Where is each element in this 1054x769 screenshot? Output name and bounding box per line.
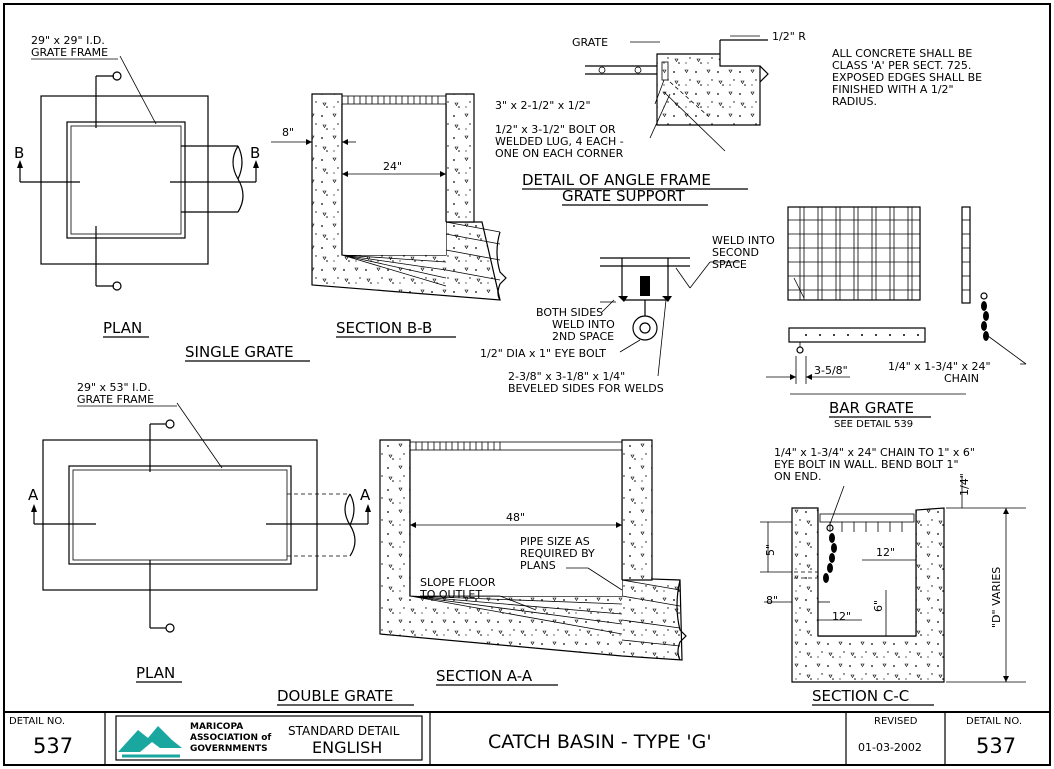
label-detail-angle-1: DETAIL OF ANGLE FRAME xyxy=(522,171,711,189)
dim-8-bb: 8" xyxy=(282,126,294,139)
beveled-2: BEVELED SIDES FOR WELDS xyxy=(508,382,664,395)
bolt-note-2: WELDED LUG, 4 EACH - xyxy=(495,135,624,148)
label-plan-double: PLAN xyxy=(136,664,175,682)
label-section-aa: SECTION A-A xyxy=(436,667,533,685)
chain-c-note-3: ON END. xyxy=(774,470,822,483)
chain-c-note-1: 1/4" x 1-3/4" x 24" CHAIN TO 1" x 6" xyxy=(774,446,975,459)
drawing-title: CATCH BASIN - TYPE 'G' xyxy=(488,731,712,753)
revised-date: 01-03-2002 xyxy=(858,741,922,754)
label-bar-grate: BAR GRATE xyxy=(829,399,914,417)
pipe-size-1: PIPE SIZE AS xyxy=(520,535,590,548)
standard-detail: STANDARD DETAIL xyxy=(288,724,400,738)
slope-floor-1: SLOPE FLOOR xyxy=(420,576,496,589)
dim-12a: 12" xyxy=(876,546,895,559)
label-section-cc: SECTION C-C xyxy=(812,687,909,705)
both-sides-1: BOTH SIDES xyxy=(536,306,603,319)
frame-single-note-2: GRATE FRAME xyxy=(31,46,108,59)
weld-second-3: SPACE xyxy=(712,258,747,271)
slope-floor-2: TO OUTLET xyxy=(419,588,482,601)
section-mark-a-right: A xyxy=(360,486,371,504)
radius-label: 1/2" R xyxy=(772,30,806,43)
section-mark-b-left: B xyxy=(14,144,24,162)
pipe-size-3: PLANS xyxy=(520,559,556,572)
detail-no-label-right: DETAIL NO. xyxy=(966,716,1022,727)
chain-label-1: 1/4" x 1-3/4" x 24" xyxy=(888,360,991,373)
chain-label-2: CHAIN xyxy=(944,372,979,385)
both-sides-2: WELD INTO xyxy=(552,318,615,331)
dim-3-5-8: 3-5/8" xyxy=(814,364,848,377)
mag-logo-mountains xyxy=(118,726,182,752)
dim-6: 6" xyxy=(872,600,885,612)
label-detail-angle-2: GRATE SUPPORT xyxy=(562,187,686,205)
dim-48: 48" xyxy=(506,511,525,524)
detail-no-left: 537 xyxy=(33,734,73,758)
title-block xyxy=(4,711,1050,765)
org-line-3: GOVERNMENTS xyxy=(190,744,268,754)
sheet-border xyxy=(3,3,1051,766)
chain-c-note-2: EYE BOLT IN WALL. BEND BOLT 1" xyxy=(774,458,959,471)
plan-double-grate: A A xyxy=(28,402,371,633)
bar-grate-detail xyxy=(766,206,1027,395)
section-bb xyxy=(271,93,507,301)
beveled-1: 2-3/8" x 3-1/8" x 1/4" xyxy=(508,370,625,383)
both-sides-3: 2ND SPACE xyxy=(552,330,614,343)
angle-frame-detail xyxy=(585,35,769,152)
dim-12b: 12" xyxy=(832,610,851,623)
dim-1-4: 1/4" xyxy=(958,473,971,496)
weld-second-1: WELD INTO xyxy=(712,234,775,247)
see-detail: SEE DETAIL 539 xyxy=(834,419,913,430)
revised-label: REVISED xyxy=(874,716,918,727)
concrete-note-3: EXPOSED EDGES SHALL BE xyxy=(832,71,982,84)
dim-24-bb: 24" xyxy=(383,160,402,173)
dim-d-varies: "D" VARIES xyxy=(990,567,1003,628)
bolt-note-1: 1/2" x 3-1/2" BOLT OR xyxy=(495,123,616,136)
detail-no-label-left: DETAIL NO. xyxy=(9,716,65,727)
section-cc xyxy=(760,476,1026,683)
detail-no-right: 537 xyxy=(976,734,1016,758)
concrete-note-5: RADIUS. xyxy=(832,95,877,108)
english-label: ENGLISH xyxy=(312,738,382,757)
org-line-1: MARICOPA xyxy=(190,722,243,732)
bolt-note-3: ONE ON EACH CORNER xyxy=(495,147,624,160)
frame-single-note-1: 29" x 29" I.D. xyxy=(31,34,105,47)
eye-bolt-detail xyxy=(600,257,740,377)
frame-double-note-1: 29" x 53" I.D. xyxy=(77,381,151,394)
concrete-note-1: ALL CONCRETE SHALL BE xyxy=(832,47,972,60)
concrete-note-2: CLASS 'A' PER SECT. 725. xyxy=(832,59,971,72)
pipe-size-2: REQUIRED BY xyxy=(520,547,595,560)
label-section-bb: SECTION B-B xyxy=(336,319,432,337)
concrete-note-4: FINISHED WITH A 1/2" xyxy=(832,83,954,96)
section-mark-b-right: B xyxy=(250,144,260,162)
plan-single-grate: B B xyxy=(14,55,260,291)
section-aa xyxy=(379,439,687,661)
dim-8c: 8" xyxy=(766,594,778,607)
angle-label: 3" x 2-1/2" x 1/2" xyxy=(495,99,591,112)
label-plan-single: PLAN xyxy=(103,319,142,337)
weld-second-2: SECOND xyxy=(712,246,759,259)
grate-bars-bb xyxy=(347,96,439,104)
frame-double-note-2: GRATE FRAME xyxy=(77,393,154,406)
grate-label: GRATE xyxy=(572,36,608,49)
eye-bolt-label: 1/2" DIA x 1" EYE BOLT xyxy=(480,347,606,360)
section-mark-a-left: A xyxy=(28,486,39,504)
grate-bars-aa xyxy=(415,442,501,450)
label-single-grate: SINGLE GRATE xyxy=(185,343,294,361)
label-double-grate: DOUBLE GRATE xyxy=(277,687,393,705)
dim-5: 5" xyxy=(764,544,777,556)
org-line-2: ASSOCIATION of xyxy=(190,733,271,743)
